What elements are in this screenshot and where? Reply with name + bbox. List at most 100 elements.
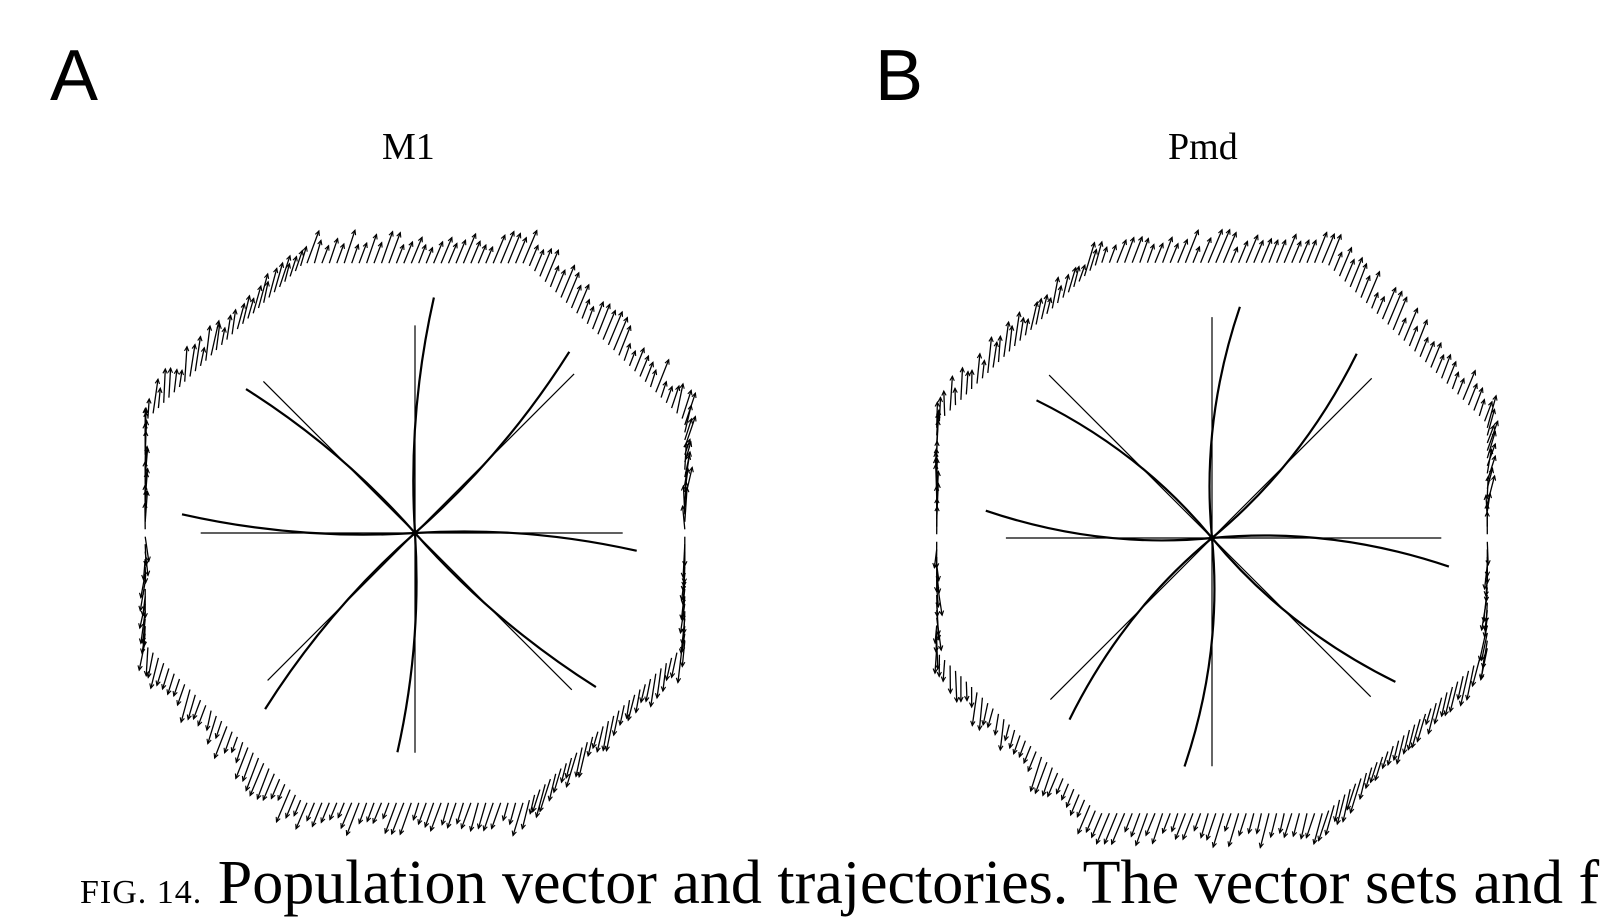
vector-arrow bbox=[1071, 795, 1080, 816]
vector-arrow bbox=[1404, 308, 1418, 340]
vector-arrow bbox=[657, 668, 661, 698]
vector-arrow bbox=[1031, 302, 1037, 330]
vector-arrow bbox=[329, 239, 337, 264]
population-vector-trajectory bbox=[265, 533, 415, 709]
vector-arrow bbox=[1208, 230, 1222, 263]
vector-arrow bbox=[1207, 813, 1216, 839]
vector-arrow bbox=[937, 402, 938, 428]
vector-arrow bbox=[471, 803, 479, 831]
vector-arrow bbox=[508, 233, 520, 263]
vector-arrow bbox=[1461, 671, 1469, 706]
vector-arrow bbox=[425, 803, 433, 827]
actual-trajectory bbox=[1050, 538, 1212, 700]
population-vector-trajectory bbox=[1037, 400, 1213, 538]
vector-arrow bbox=[944, 391, 945, 416]
vector-arrow bbox=[1361, 276, 1370, 298]
vector-arrow bbox=[1105, 813, 1118, 843]
vector-arrow bbox=[347, 803, 359, 835]
vector-arrow bbox=[195, 337, 200, 372]
vector-arrow bbox=[955, 388, 956, 405]
vector-arrow bbox=[656, 360, 669, 393]
population-vector-trajectory bbox=[415, 352, 569, 533]
vector-arrow bbox=[556, 270, 565, 292]
vector-arrow bbox=[1163, 237, 1173, 262]
vector-arrow bbox=[1153, 813, 1163, 843]
vector-arrow bbox=[145, 408, 146, 425]
vector-arrow bbox=[404, 242, 413, 263]
vector-arrow bbox=[1435, 698, 1442, 724]
vector-arrow bbox=[1131, 813, 1140, 836]
vector-arrow bbox=[619, 326, 631, 355]
vector-arrow bbox=[1412, 719, 1420, 747]
vector-arrow bbox=[972, 692, 977, 725]
population-vector-trajectory bbox=[1070, 538, 1213, 720]
vector-arrow bbox=[501, 232, 514, 264]
vector-arrow bbox=[1254, 241, 1263, 263]
vector-arrow bbox=[449, 243, 457, 263]
vector-arrow bbox=[977, 354, 980, 384]
vector-arrow bbox=[246, 758, 258, 791]
trajectories bbox=[986, 307, 1449, 767]
population-vector-trajectory bbox=[246, 389, 415, 533]
origin-point bbox=[412, 530, 418, 536]
vector-arrow bbox=[1447, 362, 1456, 384]
vector-arrow bbox=[237, 304, 244, 329]
vector-arrow bbox=[1474, 388, 1483, 410]
vector-arrow bbox=[1307, 240, 1316, 262]
population-vector-trajectory bbox=[1185, 538, 1215, 767]
vector-arrow bbox=[1315, 232, 1327, 262]
vector-arrow bbox=[250, 763, 264, 795]
vector-arrow bbox=[1223, 233, 1236, 263]
vector-arrow bbox=[1417, 714, 1425, 742]
vector-arrow bbox=[979, 698, 982, 730]
vector-arrow bbox=[1345, 260, 1354, 282]
vector-arrow bbox=[1097, 813, 1110, 843]
vector-arrow bbox=[1428, 703, 1436, 734]
vector-arrow bbox=[1329, 235, 1341, 266]
vector-arrow bbox=[274, 263, 282, 292]
figure-caption-text: Population vector and trajectories. The … bbox=[218, 849, 1599, 917]
vector-arrow bbox=[523, 231, 537, 264]
vector-arrow bbox=[1306, 813, 1314, 837]
vector-arrow bbox=[535, 250, 544, 271]
vector-arrow bbox=[312, 803, 322, 827]
vector-arrow bbox=[471, 241, 480, 263]
vector-arrow bbox=[269, 268, 277, 297]
vector-arrow bbox=[1068, 268, 1075, 293]
vector-arrow bbox=[462, 803, 471, 829]
vector-arrow bbox=[1393, 297, 1407, 330]
vector-arrow bbox=[1292, 242, 1301, 263]
vector-arrow bbox=[576, 748, 582, 777]
vector-arrow bbox=[1117, 240, 1126, 263]
population-vector-trajectory bbox=[1212, 354, 1357, 538]
vector-arrow bbox=[607, 716, 614, 751]
population-vector-trajectory bbox=[182, 514, 415, 534]
population-vector-trajectory bbox=[415, 533, 596, 687]
vector-arrow bbox=[478, 803, 485, 829]
vector-arrow bbox=[1146, 813, 1155, 835]
vector-arrow bbox=[280, 256, 290, 287]
vector-arrow bbox=[1086, 811, 1095, 832]
vector-arrow bbox=[598, 304, 610, 334]
vector-arrow bbox=[463, 234, 475, 263]
vector-arrow bbox=[635, 348, 644, 371]
population-vector-trajectory bbox=[1212, 538, 1395, 682]
population-vector-trajectory bbox=[415, 531, 637, 550]
vector-arrow bbox=[185, 347, 187, 382]
vector-arrow bbox=[614, 318, 628, 351]
vector-arrow bbox=[549, 774, 555, 801]
vector-arrow bbox=[545, 250, 558, 282]
vector-arrow bbox=[169, 368, 171, 398]
vector-arrow bbox=[950, 376, 952, 410]
vector-arrow bbox=[1269, 240, 1278, 263]
vector-arrow bbox=[608, 312, 622, 345]
vector-arrow bbox=[1473, 660, 1480, 686]
vector-arrow bbox=[1052, 277, 1058, 308]
vector-arrow bbox=[277, 790, 291, 822]
vector-arrow bbox=[579, 742, 587, 777]
vector-arrow bbox=[540, 779, 550, 811]
vector-arrow bbox=[434, 242, 443, 263]
vector-arrow bbox=[1366, 272, 1379, 303]
vector-arrow bbox=[419, 803, 427, 824]
